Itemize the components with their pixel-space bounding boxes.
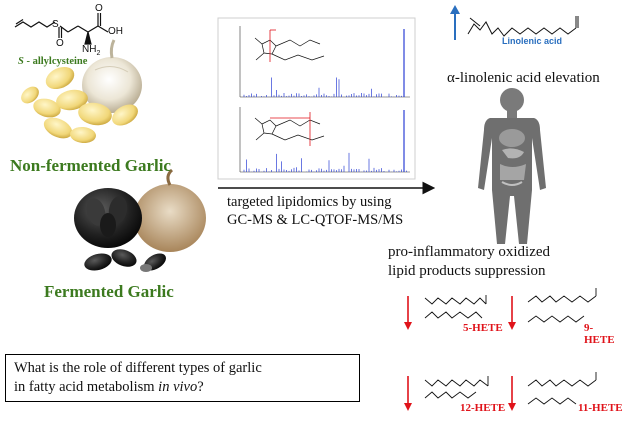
hete-structures — [424, 288, 597, 405]
linolenic-acid-up-arrow — [450, 5, 460, 40]
research-question-box: What is the role of different types of g… — [5, 354, 360, 402]
atom-o: O — [56, 38, 64, 49]
method-text-line1: targeted lipidomics by using — [227, 194, 392, 210]
suppression-text-line2: lipid products suppression — [388, 263, 546, 279]
atom-s: S — [52, 19, 59, 30]
atom-nh2: NH2 — [82, 44, 101, 57]
question-line2: in fatty acid metabolism in vivo? — [14, 379, 204, 395]
hete-label-12: 12-HETE — [460, 402, 506, 414]
fermented-garlic-label: Fermented Garlic — [44, 282, 174, 301]
hete-label-5: 5-HETE — [463, 322, 503, 334]
elevation-text: α-linolenic acid elevation — [447, 70, 600, 86]
black-garlic-illustration — [74, 168, 206, 272]
suppression-text-line1: pro-inflammatory oxidized — [388, 244, 551, 260]
fresh-garlic-illustration — [21, 39, 142, 144]
compound-name: S - allylcysteine — [18, 56, 88, 67]
linolenic-acid-label: Linolenic acid — [502, 36, 563, 46]
question-line1: What is the role of different types of g… — [14, 360, 262, 376]
hete-label-9: 9-HETE — [584, 322, 615, 346]
down-arrows — [407, 296, 513, 404]
s-allylcysteine-structure — [14, 13, 109, 45]
hete-label-11: 11-HETE — [578, 402, 623, 414]
human-body-silhouette — [478, 88, 546, 244]
atom-o-carbonyl: O — [95, 3, 103, 14]
ms-spectra-panel — [217, 17, 416, 180]
atom-oh: OH — [108, 26, 123, 37]
method-text-line2: GC-MS & LC-QTOF-MS/MS — [227, 212, 404, 228]
linolenic-acid-structure — [467, 16, 579, 37]
non-fermented-garlic-label: Non-fermented Garlic — [10, 156, 171, 175]
